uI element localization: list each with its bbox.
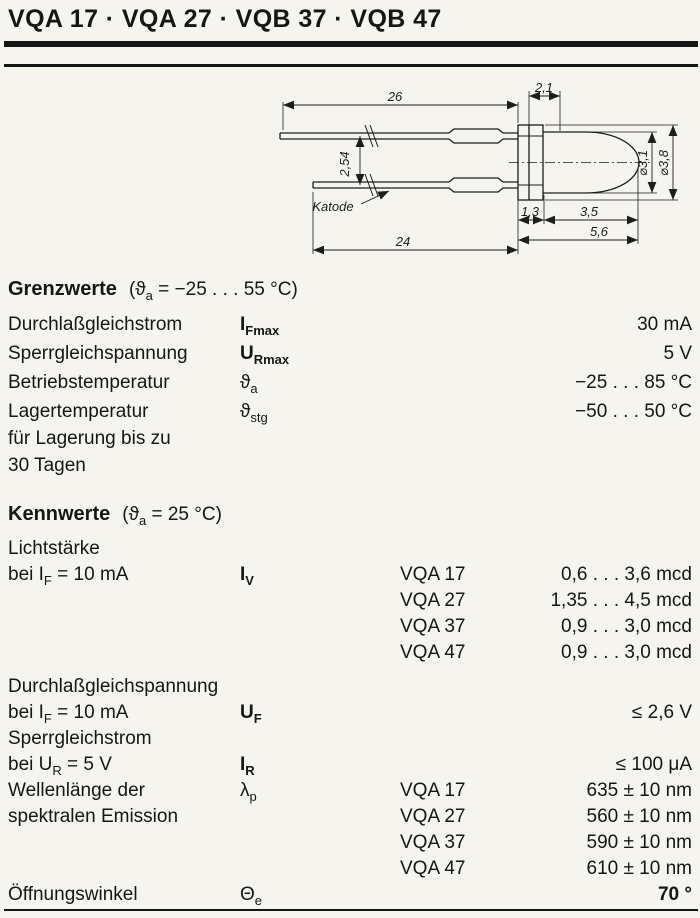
- model-value: 0,9 . . . 3,0 mcd: [561, 642, 692, 663]
- dim-label-lead-bottom-length: 24: [395, 234, 410, 249]
- param-symbol: Θe: [240, 884, 263, 908]
- led-body-dome: [543, 131, 640, 194]
- dim-label-dia-flange: ⌀3,8: [656, 149, 671, 176]
- table-row: VQA 27 1,35 . . . 4,5 mcd: [400, 588, 692, 614]
- kennwerte-heading: Kennwerte (ϑa = 25 °C): [8, 501, 692, 528]
- param-symbol: ϑa: [240, 372, 258, 396]
- table-row: VQA 47 0,9 . . . 3,0 mcd: [400, 640, 692, 666]
- param-symbol: URmax: [240, 343, 290, 367]
- title-rule-thin: [4, 64, 698, 67]
- row-betriebstemperatur: Betriebstemperatur ϑa −25 . . . 85 °C: [8, 369, 692, 396]
- table-row: VQA 37 0,9 . . . 3,0 mcd: [400, 614, 692, 640]
- row-lagertemperatur: Lagertemperatur für Lagerung bis zu 30 T…: [8, 398, 692, 479]
- param-label: Öffnungswinkel: [8, 884, 138, 905]
- param-condition: bei IF = 10 mA: [8, 564, 129, 588]
- param-symbol: IR: [240, 754, 255, 778]
- param-label: Durchlaßgleichstrom: [8, 314, 183, 335]
- led-drawing-svg: 26 2,1 2,54 Katode 1,3 3,5 5,6 24 ⌀3,1 ⌀…: [279, 80, 678, 255]
- param-value: 5 V: [663, 343, 692, 364]
- model-value: 560 ± 10 nm: [586, 806, 693, 827]
- title-rule-thick: [4, 41, 698, 47]
- section-condition: (ϑa = −25 . . . 55 °C): [128, 279, 298, 303]
- param-label: Wellenlänge der spektralen Emission: [8, 780, 179, 827]
- dim-label-lead-pitch: 2,54: [337, 151, 352, 177]
- value-table: VQA 17 635 ± 10 nm VQA 27 560 ± 10 nm VQA …: [400, 778, 692, 882]
- param-symbol: IV: [240, 564, 254, 588]
- param-label: Sperrgleichstrom bei UR = 5 V: [8, 726, 240, 778]
- param-value: ≤ 2,6 V: [631, 702, 692, 723]
- row-oeffnungswinkel: Öffnungswinkel Θe 70 °: [8, 882, 692, 908]
- internal-lead-lines: [518, 135, 543, 186]
- table-row: VQA 27 560 ± 10 nm: [400, 804, 692, 830]
- param-label: Lichtstärke bei IF = 10 mA: [8, 536, 240, 666]
- param-condition: bei IF = 10 mA: [8, 702, 129, 726]
- row-durchlassgleichstrom: Durchlaßgleichstrom IFmax 30 mA: [8, 311, 692, 338]
- model-value: 0,6 . . . 3,6 mcd: [561, 564, 692, 585]
- model-value: 0,9 . . . 3,0 mcd: [561, 616, 692, 637]
- dim-label-dia-dome: ⌀3,1: [635, 150, 650, 176]
- param-label: Betriebstemperatur: [8, 372, 170, 393]
- model-name: VQA 37: [400, 832, 466, 853]
- model-name: VQA 27: [400, 806, 466, 827]
- model-name: VQA 27: [400, 590, 466, 611]
- top-lead: [279, 128, 518, 144]
- row-durchlassgleichspannung: Durchlaßgleichspannung bei IF = 10 mA UF…: [8, 674, 692, 726]
- param-symbol: λp: [240, 780, 257, 804]
- grenzwerte-heading: Grenzwerte (ϑa = −25 . . . 55 °C): [8, 276, 692, 303]
- value-table: VQA 17 0,6 . . . 3,6 mcd VQA 27 1,35 . . .…: [400, 536, 692, 666]
- row-wellenlaenge: Wellenlänge der spektralen Emission λp V…: [8, 778, 692, 882]
- dim-label-3-5: 3,5: [580, 204, 599, 219]
- dim-label-flange-width: 2,1: [534, 80, 553, 95]
- cathode-label: Katode: [312, 199, 353, 214]
- bottom-lead: [312, 177, 518, 193]
- section-condition: (ϑa = 25 °C): [122, 504, 222, 528]
- extension-lines: [282, 91, 678, 254]
- param-symbol: ϑstg: [240, 401, 268, 425]
- model-value: 1,35 . . . 4,5 mcd: [550, 590, 692, 611]
- led-technical-drawing: 26 2,1 2,54 Katode 1,3 3,5 5,6 24 ⌀3,1 ⌀…: [253, 78, 700, 276]
- model-name: VQA 47: [400, 642, 466, 663]
- param-value: −25 . . . 85 °C: [575, 372, 692, 393]
- section-title: Grenzwerte: [8, 278, 117, 300]
- table-row: VQA 17 635 ± 10 nm: [400, 778, 692, 804]
- param-value: −50 . . . 50 °C: [575, 401, 692, 422]
- bottom-rule: [4, 909, 698, 911]
- page-title: VQA 17 · VQA 27 · VQB 37 · VQB 47: [8, 5, 442, 33]
- led-flange: [517, 124, 544, 201]
- model-value: 610 ± 10 nm: [586, 858, 693, 879]
- grenzwerte-table: Durchlaßgleichstrom IFmax 30 mA Sperrgle…: [8, 311, 692, 479]
- model-name: VQA 17: [400, 780, 466, 801]
- dim-label-lead-top-length: 26: [387, 89, 403, 104]
- data-tables: Grenzwerte (ϑa = −25 . . . 55 °C) Durchla…: [8, 276, 692, 908]
- param-label: Durchlaßgleichspannung bei IF = 10 mA: [8, 674, 240, 726]
- kennwerte-section: Kennwerte (ϑa = 25 °C) Lichtstärke bei IF…: [8, 501, 692, 908]
- table-row: VQA 47 610 ± 10 nm: [400, 856, 692, 882]
- param-symbol: IFmax: [240, 314, 280, 338]
- model-name: VQA 37: [400, 616, 466, 637]
- dim-label-body-length: 5,6: [590, 224, 609, 239]
- param-condition: bei UR = 5 V: [8, 754, 112, 778]
- model-value: 635 ± 10 nm: [586, 780, 693, 801]
- dim-label-1-3: 1,3: [521, 204, 540, 219]
- lead-break-marks: [364, 124, 379, 197]
- cathode-leader-line: [360, 190, 390, 205]
- model-name: VQA 17: [400, 564, 466, 585]
- table-row: VQA 17 0,6 . . . 3,6 mcd: [400, 562, 692, 588]
- section-title: Kennwerte: [8, 503, 111, 525]
- row-sperrgleichstrom: Sperrgleichstrom bei UR = 5 V IR ≤ 100 μ…: [8, 726, 692, 778]
- model-value: 590 ± 10 nm: [586, 832, 693, 853]
- grenzwerte-section: Grenzwerte (ϑa = −25 . . . 55 °C) Durchla…: [8, 276, 692, 479]
- param-symbol: UF: [240, 702, 262, 726]
- param-label: Lagertemperatur für Lagerung bis zu 30 T…: [8, 401, 171, 476]
- row-sperrgleichspannung: Sperrgleichspannung URmax 5 V: [8, 340, 692, 367]
- row-lichtstaerke: Lichtstärke bei IF = 10 mA IV VQA 17 0,6 …: [8, 536, 692, 666]
- param-value: ≤ 100 μA: [615, 754, 692, 775]
- table-row: VQA 37 590 ± 10 nm: [400, 830, 692, 856]
- param-value: 70 °: [657, 884, 692, 905]
- param-label: Sperrgleichspannung: [8, 343, 188, 364]
- param-value: 30 mA: [637, 314, 692, 335]
- model-name: VQA 47: [400, 858, 466, 879]
